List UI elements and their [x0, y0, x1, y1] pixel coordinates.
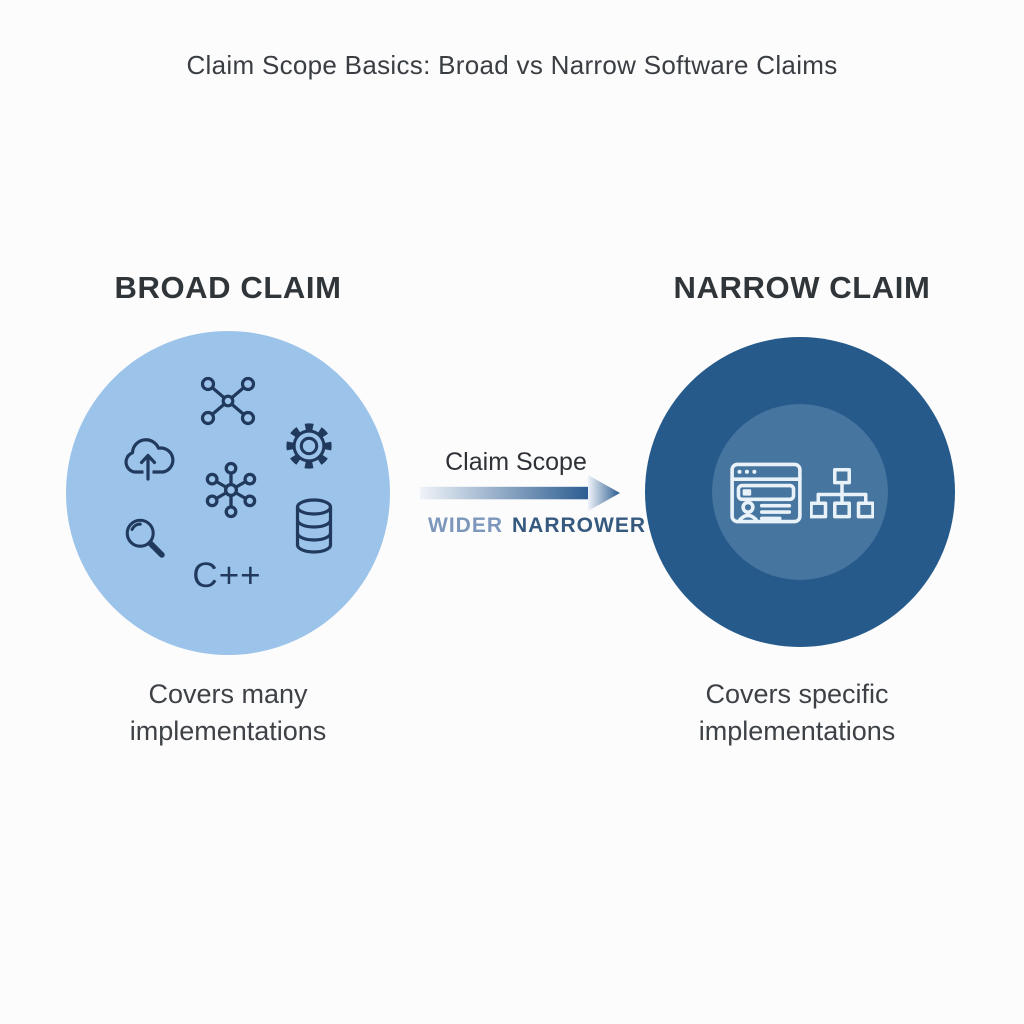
wider-label: WIDER: [428, 514, 503, 537]
browser-profile-icon: [730, 462, 802, 524]
broad-claim-circle: C++: [66, 331, 390, 655]
narrow-claim-heading: NARROW CLAIM: [673, 270, 931, 305]
narrow-claim-circle: [645, 337, 955, 647]
claim-scope-label: Claim Scope: [445, 448, 587, 476]
narrower-label: NARROWER: [512, 514, 646, 537]
hierarchy-tree-icon: [810, 468, 874, 519]
magnifier-icon: [125, 518, 165, 558]
broad-claim-heading: BROAD CLAIM: [114, 270, 342, 305]
claim-scope-arrow: [420, 475, 620, 511]
gear-icon: [286, 423, 332, 469]
narrow-claim-caption: Covers specific implementations: [698, 679, 896, 746]
broad-claim-caption: Covers many implementations: [129, 679, 327, 746]
network-x-icon: [200, 376, 256, 426]
page-title: Claim Scope Basics: Broad vs Narrow Soft…: [186, 50, 838, 80]
database-icon: [295, 498, 333, 554]
hub-network-icon: [205, 461, 257, 519]
cpp-text: C++: [192, 556, 262, 595]
cloud-upload-icon: [124, 438, 175, 481]
